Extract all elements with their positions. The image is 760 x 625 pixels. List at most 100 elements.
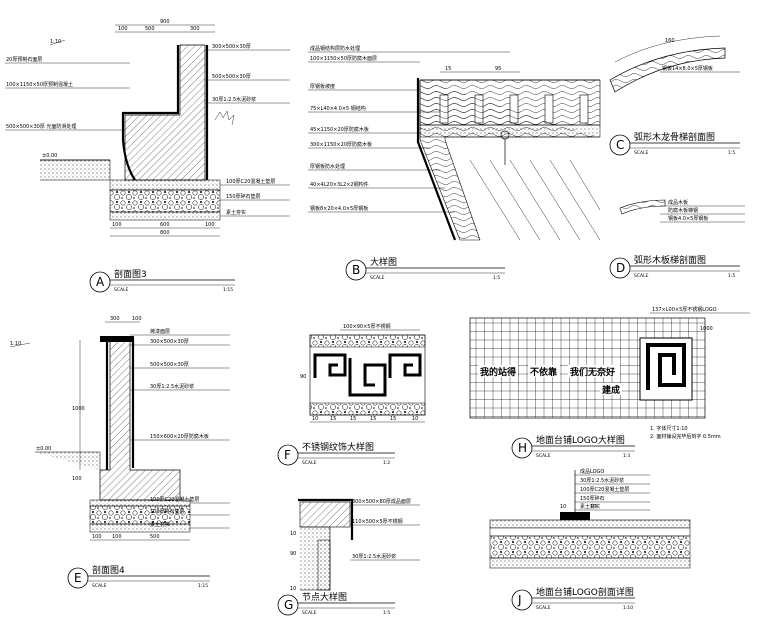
scale-value: 1:5 — [383, 610, 390, 616]
scale-label: SCALE — [536, 605, 551, 611]
view-letter-circle — [277, 594, 299, 616]
view-letter: G — [284, 598, 293, 612]
view-letter-circle — [511, 589, 533, 611]
dim-g-0: 10 — [290, 531, 296, 537]
view-title: 不锈钢纹饰大样图 — [302, 441, 374, 453]
note-d-1: 防腐木板梯钢 — [668, 207, 698, 214]
note-j-3: 150厚碎石 — [580, 495, 605, 502]
note-b-8: 钢板8×20×4.0×5厚钢板 — [310, 205, 368, 212]
note-b-6: 厚钢板防水处理 — [310, 163, 345, 170]
view-g-detail: 300×500×80厚成品面层 110×500×5厚不锈钢 30厚1:2.5水泥… — [290, 498, 420, 592]
view-letter-circle — [609, 134, 631, 156]
note-a-6: 100厚C20混凝土垫层 — [226, 178, 275, 185]
view-letter: F — [284, 448, 291, 462]
scale-label: SCALE — [370, 275, 385, 281]
scale-value: 1:3 — [623, 453, 630, 459]
view-letter: C — [616, 138, 624, 152]
dim-f-5: 10 — [412, 416, 418, 422]
scale-label: SCALE — [92, 583, 107, 589]
dim-a-1: 100 — [118, 26, 128, 32]
logo-text-2: 我们无奈好 — [570, 366, 615, 378]
dim-b-0: 15 — [445, 66, 451, 72]
view-j-section: 成品LOGO 30厚1:2.5水泥砂浆 100厚C20混凝土垫层 150厚碎石 … — [489, 468, 691, 569]
note-j-1: 30厚1:2.5水泥砂浆 — [580, 477, 624, 484]
view-title: 弧形木龙骨梯剖面图 — [634, 131, 715, 143]
view-b-notes: 成品钢结构层防水处理 100×1150×50厚防腐木面层 厚钢板坡度 75×L4… — [308, 45, 510, 213]
dim-b-1: 95 — [495, 66, 501, 72]
dim-e-b0: 100 — [92, 534, 102, 540]
dim-h: 1000 — [700, 326, 713, 332]
note-j-2: 100厚C20混凝土垫层 — [580, 486, 629, 493]
view-a-section: 900 100 500 300 1:10 ±0.00 20厚预制石面层 100×… — [5, 19, 290, 237]
note-b-0: 成品钢结构层防水处理 — [310, 45, 360, 52]
note-e-7: 素土夯实 — [150, 521, 170, 528]
note-e-3: 30厚1:2.5水泥砂浆 — [150, 383, 194, 390]
view-letter: D — [616, 261, 625, 275]
note-b-2: 厚钢板坡度 — [310, 83, 335, 90]
note-e-4: 150×600×20厚防腐木板 — [150, 433, 209, 440]
note-a-2: 500×500×30厚 — [212, 74, 251, 80]
dim-e-s1: 100 — [72, 476, 82, 482]
scale-label: SCALE — [536, 453, 551, 459]
note-g-1: 110×500×5厚不锈钢 — [352, 518, 403, 525]
note-b-4: 45×1150×20厚防腐木板 — [310, 126, 369, 133]
note-a-3: 500×500×30厚 光面防滑处理 — [6, 123, 76, 130]
slope-a: 1:10 — [50, 39, 61, 45]
dim-f-0: 10 — [312, 416, 318, 422]
dim-f-4: 15 — [390, 416, 396, 422]
note-f-top: 100×90×5厚不锈钢 — [343, 323, 390, 330]
dim-a-b0: 100 — [112, 222, 122, 228]
dim-g-1: 90 — [290, 551, 296, 557]
view-letter-circle — [345, 259, 367, 281]
view-b-detail: 15 95 成品钢结构层防水处理 100×1150×50厚防腐木面层 厚钢板坡度… — [308, 45, 601, 241]
dim-e-b2: 500 — [150, 534, 160, 540]
note-b-1: 100×1150×50厚防腐木面层 — [310, 55, 377, 62]
elevation-e: ±0.00 — [36, 446, 51, 452]
note-e-6: 100厚碎石垫层 — [150, 508, 185, 515]
view-e-notes: 烤漆面层 300×500×30厚 500×500×30厚 30厚1:2.5水泥砂… — [130, 328, 230, 529]
view-j-notes: 成品LOGO 30厚1:2.5水泥砂浆 100厚C20混凝土垫层 150厚碎石 … — [575, 468, 650, 511]
note-a-8: 素土夯实 — [226, 209, 246, 216]
scale-value: 1:5 — [493, 275, 500, 281]
scale-label: SCALE — [302, 460, 317, 466]
dim-g-2: 10 — [290, 586, 296, 592]
scale-label: SCALE — [634, 273, 649, 279]
logo-characters: 我的站得 不依靠 我们无奈好 建成 — [478, 365, 622, 396]
view-title: 地面台铺LOGO剖面详图 — [536, 586, 634, 598]
view-title: 大样图 — [370, 256, 397, 268]
view-letter-circle — [67, 567, 89, 589]
view-c-detail: 160 钢板14×8.0×5厚钢板 — [609, 35, 740, 93]
note-a-5: 100×1150×50厚预制混凝土 — [6, 81, 73, 88]
view-title: 节点大样图 — [302, 591, 347, 603]
dim-f-side: 90 — [300, 374, 306, 380]
note-c-0: 钢板14×8.0×5厚钢板 — [662, 65, 713, 72]
footnote-h-1: 2. 面材铺设完毕后刻字 0.5mm — [650, 433, 721, 440]
note-a-4: 30厚1:2.5水泥砂浆 — [212, 96, 256, 103]
note-b-3: 75×L40×4.0×5 钢结构 — [310, 105, 366, 112]
dim-e-t0: 300 — [110, 316, 120, 322]
dim-e-t1: 100 — [132, 316, 142, 322]
view-f-detail: 100×90×5厚不锈钢 90 10 15 15 15 15 10 — [300, 323, 426, 423]
note-g-0: 300×500×80厚成品面层 — [352, 498, 411, 505]
dim-f-2: 15 — [350, 416, 356, 422]
view-h-detail: 我的站得 不依靠 我们无奈好 建成 137×L00×5厚不锈钢LOGO 1000… — [469, 306, 750, 440]
scale-value: 1:10 — [623, 605, 633, 611]
view-letter: E — [74, 571, 82, 585]
view-a-notes-left: 20厚预制石面层 100×1150×50厚预制混凝土 500×500×30厚 光… — [5, 56, 130, 131]
scale-value: 1:5 — [728, 273, 735, 279]
dim-a-total: 800 — [160, 230, 170, 236]
view-letter: H — [518, 441, 527, 455]
slope-e: 1:10 — [10, 341, 21, 347]
view-letter: B — [352, 263, 360, 277]
logo-text-3: 建成 — [602, 384, 620, 396]
note-e-2: 500×500×30厚 — [150, 362, 189, 368]
dim-j-0: 10 — [560, 504, 566, 510]
view-title: 剖面图4 — [92, 564, 125, 576]
view-letter-circle — [609, 257, 631, 279]
